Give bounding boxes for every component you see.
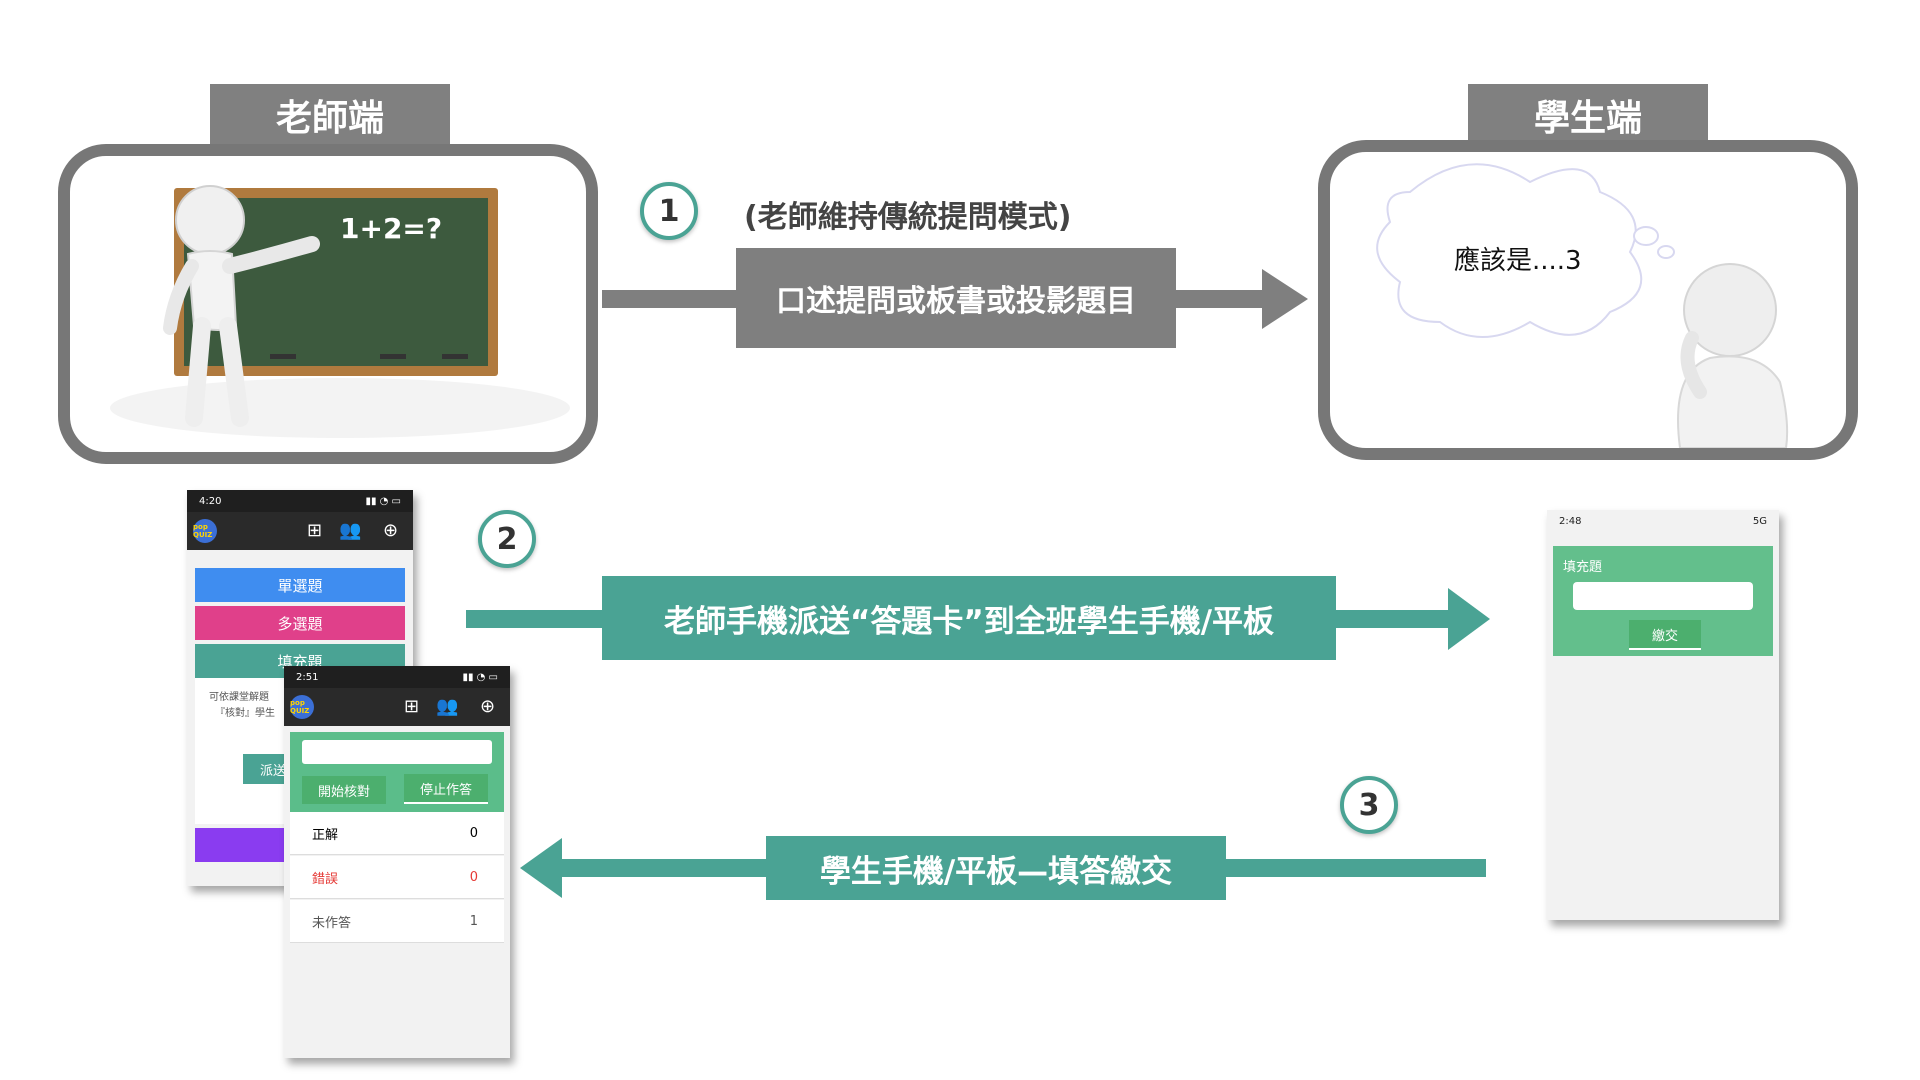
step-2-label: 老師手機派送“答題卡”到全班學生手機/平板	[602, 576, 1336, 660]
status-icons: ▮▮ ◔ ▭	[462, 671, 498, 683]
app-logo: pop QUIZ	[193, 519, 217, 543]
multiple-choice-button[interactable]: 多選題	[195, 606, 405, 640]
answer-input[interactable]	[302, 740, 492, 764]
result-count: 1	[469, 913, 478, 929]
student-side-title: 學生端	[1468, 84, 1708, 146]
qr-code-icon[interactable]: ⊞	[404, 696, 420, 717]
group-icon[interactable]: 👥	[436, 696, 459, 717]
result-count: 0	[469, 869, 478, 885]
answer-panel: 開始核對 停止作答	[290, 732, 504, 812]
step-3-label: 學生手機/平板—填答繳交	[766, 836, 1226, 900]
status-network: 5G	[1752, 515, 1767, 527]
student-panel: 應該是....3	[1318, 140, 1858, 460]
thought-bubble-text: 應該是....3	[1454, 246, 1582, 276]
step-2-badge: 2	[478, 510, 536, 568]
add-icon[interactable]: ⊕	[383, 520, 399, 541]
teacher-side-title: 老師端	[210, 84, 450, 146]
step-1-badge: 1	[640, 182, 698, 240]
group-icon[interactable]: 👥	[339, 520, 362, 541]
result-label: 未作答	[312, 915, 352, 931]
single-choice-button[interactable]: 單選題	[195, 568, 405, 602]
step-3-badge: 3	[1340, 776, 1398, 834]
status-time: 2:51	[296, 671, 319, 683]
status-time: 2:48	[1559, 515, 1582, 527]
submit-button[interactable]: 繳交	[1629, 620, 1701, 650]
teacher-blackboard-illustration	[110, 185, 570, 438]
qr-code-icon[interactable]: ⊞	[307, 520, 323, 541]
status-icons: ▮▮ ◔ ▭	[365, 495, 401, 507]
step-1-label: 口述提問或板書或投影題目	[736, 248, 1176, 348]
note-line-2: 『核對』學生	[215, 708, 275, 719]
result-label: 錯誤	[312, 871, 339, 887]
result-row-unanswered: 未作答 1	[290, 900, 504, 943]
question-card: 填充題 繳交	[1553, 546, 1773, 656]
board-equation: 1+2=?	[340, 212, 443, 245]
result-count: 0	[469, 825, 478, 841]
start-check-button[interactable]: 開始核對	[302, 776, 386, 804]
result-label: 正解	[312, 827, 339, 843]
teacher-phone-results: 2:51 ▮▮ ◔ ▭ pop QUIZ ⊞ 👥 ⊕ 開始核對 停止作答 正解 …	[284, 666, 510, 1058]
app-logo: pop QUIZ	[290, 695, 314, 719]
student-phone: 2:48 5G 填充題 繳交	[1547, 510, 1779, 920]
answer-input[interactable]	[1573, 582, 1753, 610]
question-type-label: 填充題	[1563, 560, 1603, 575]
thinking-student-illustration	[1376, 163, 1789, 449]
note-line-1: 可依課堂解題	[209, 692, 269, 703]
step-1-note: (老師維持傳統提問模式)	[744, 200, 1072, 235]
result-row-wrong: 錯誤 0	[290, 856, 504, 899]
teacher-panel: 1+2=?	[58, 144, 598, 464]
stop-answering-button[interactable]: 停止作答	[404, 774, 488, 804]
status-time: 4:20	[199, 495, 222, 507]
add-icon[interactable]: ⊕	[480, 696, 496, 717]
result-row-correct: 正解 0	[290, 812, 504, 855]
